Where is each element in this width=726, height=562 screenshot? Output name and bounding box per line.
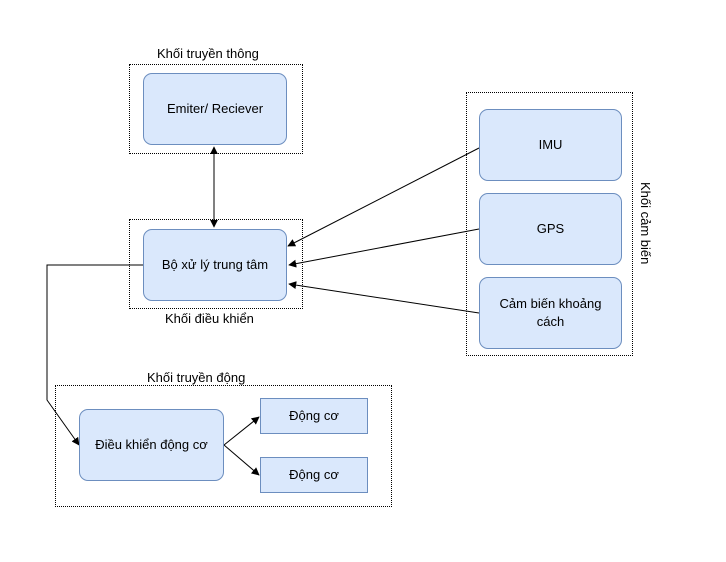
drive-group [55, 385, 392, 507]
central-processor-node[interactable]: Bộ xử lý trung tâm [143, 229, 287, 301]
drive-group-label: Khối truyền động [147, 370, 246, 385]
motor-driver-node[interactable]: Điều khiển động cơ [79, 409, 224, 481]
motor-node-1[interactable]: Động cơ [260, 398, 368, 434]
imu-node[interactable]: IMU [479, 109, 622, 181]
sensors-group [466, 92, 633, 356]
communication-group-label: Khối truyền thông [157, 46, 259, 61]
edge-driver-motor-2 [223, 444, 260, 476]
edge-driver-motor-1 [223, 416, 260, 446]
control-group-label: Khối điều khiển [165, 311, 254, 326]
distance-sensor-node[interactable]: Cảm biến khoảng cách [479, 277, 622, 349]
gps-node[interactable]: GPS [479, 193, 622, 265]
emitter-receiver-node[interactable]: Emiter/ Reciever [143, 73, 287, 145]
edge-imu-cpu [287, 147, 480, 247]
edge-gps-cpu [288, 228, 480, 268]
edge-distance-cpu [288, 281, 480, 314]
edge-cpu-motor-driver [46, 264, 143, 446]
motor-node-2[interactable]: Động cơ [260, 457, 368, 493]
